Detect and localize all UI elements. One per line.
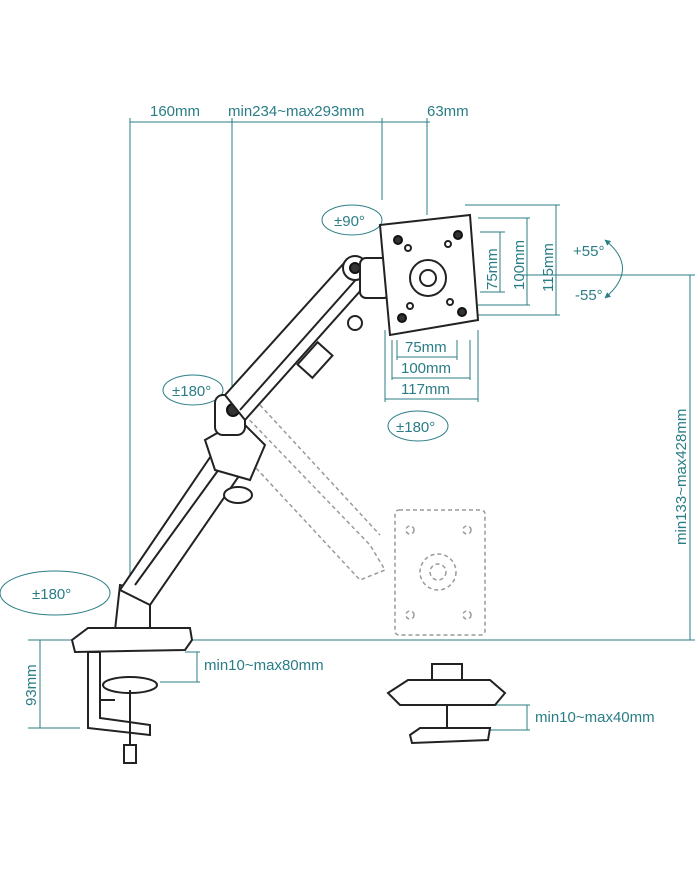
vesa-v-100-label: 100mm	[511, 240, 528, 290]
vesa-h-100-label: 100mm	[401, 360, 451, 377]
tilt-up-label: +55°	[573, 243, 604, 260]
ghost-arm-lowered	[229, 404, 486, 636]
vesa-plate	[378, 213, 480, 337]
grommet-base	[386, 663, 507, 745]
vesa-offset-label: 63mm	[427, 103, 469, 120]
height-range-label: min133~max428mm	[673, 409, 690, 545]
rotation-indicators	[0, 204, 623, 616]
vesa-h-75-label: 75mm	[405, 339, 447, 356]
dimension-labels: 160mm min234~max293mm 63mm ±90° +55° -55…	[23, 103, 690, 726]
desk-clamp	[70, 627, 194, 764]
rotate-base-label: ±180°	[32, 586, 71, 603]
arm-reach-label: min234~max293mm	[228, 103, 364, 120]
tilt-down-label: -55°	[575, 287, 603, 304]
clamp-height-label: 93mm	[23, 664, 40, 706]
rotate-plate-label: ±180°	[396, 419, 435, 436]
clamp-range-label: min10~max80mm	[204, 657, 324, 674]
vesa-v-75-label: 75mm	[484, 248, 501, 290]
swivel-head-label: ±90°	[334, 213, 365, 230]
grommet-range-label: min10~max40mm	[535, 709, 655, 726]
vesa-h-117-label: 117mm	[401, 381, 450, 398]
dimension-lines	[28, 118, 695, 731]
vesa-v-115-label: 115mm	[540, 243, 557, 292]
arm-depth-label: 160mm	[150, 103, 200, 120]
monitor-arm	[113, 255, 391, 631]
rotate-elbow-label: ±180°	[172, 383, 211, 400]
